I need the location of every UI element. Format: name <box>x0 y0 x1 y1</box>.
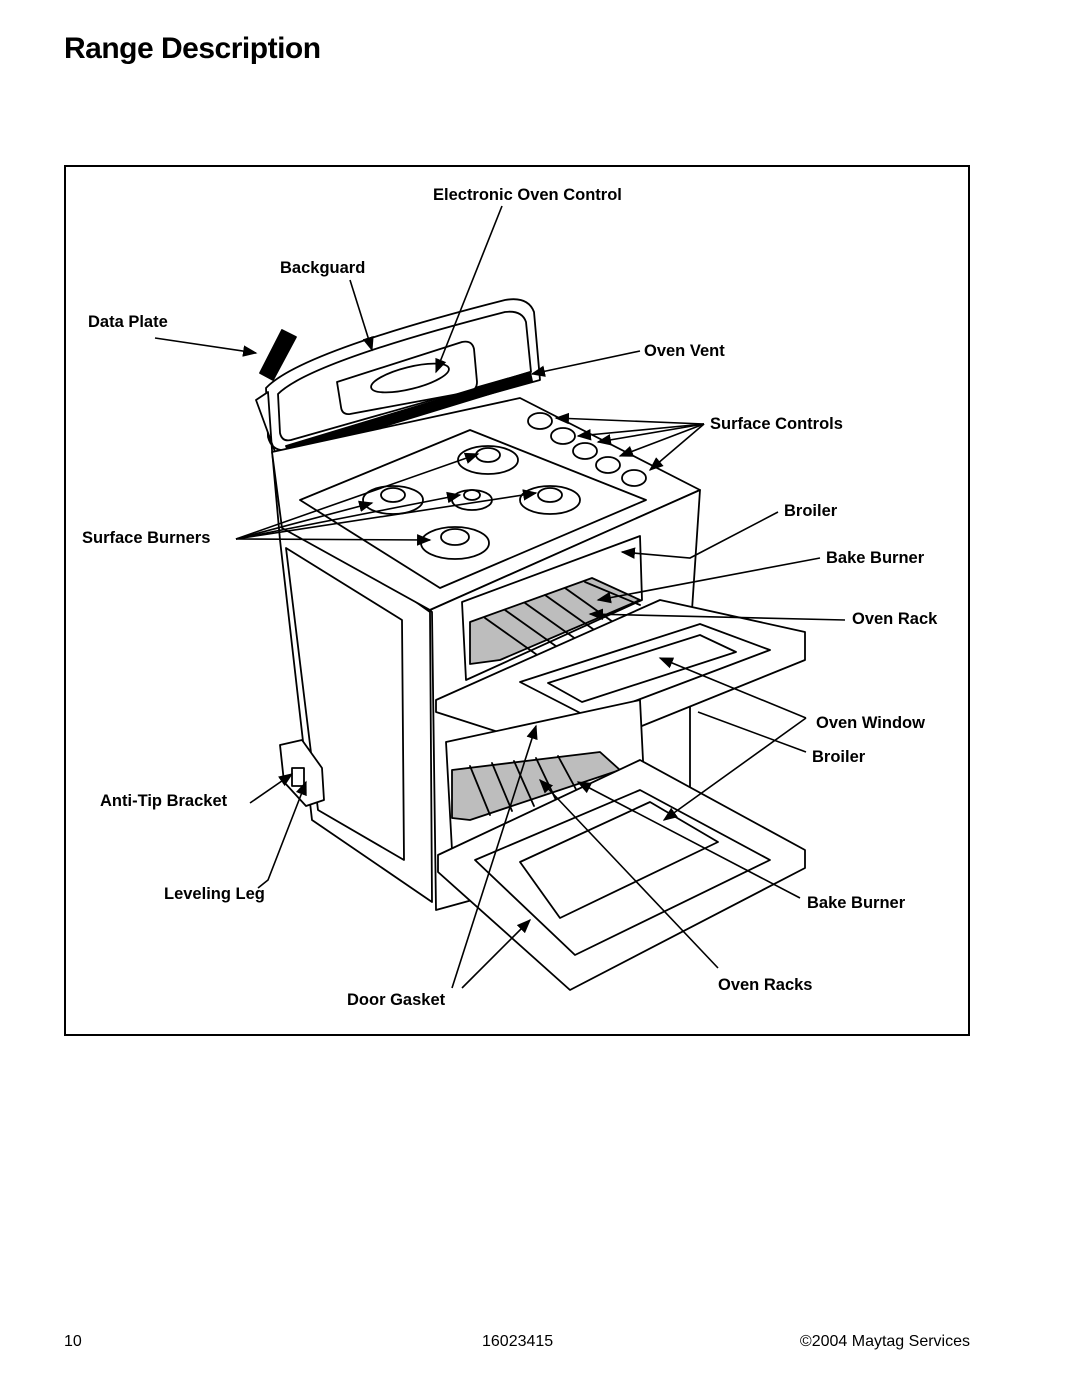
label-anti-tip-bracket: Anti-Tip Bracket <box>100 792 228 810</box>
label-broiler-lower: Broiler <box>812 748 866 766</box>
upper-oven-door <box>435 599 806 756</box>
arrow-bake-burner-lower <box>576 781 801 899</box>
arrow-leveling-leg <box>257 780 307 889</box>
label-oven-rack: Oven Rack <box>852 610 938 628</box>
arrow-surface-burner <box>235 452 480 540</box>
page-number: 10 <box>64 1333 82 1350</box>
arrow-backguard <box>349 279 374 352</box>
label-door-gasket: Door Gasket <box>347 991 446 1009</box>
data-plate <box>259 329 297 381</box>
diagram-frame <box>64 165 970 1036</box>
arrow-surface-burner <box>235 489 538 540</box>
surface-control-knob <box>621 469 647 487</box>
callout-lines <box>154 205 846 989</box>
label-surface-burners: Surface Burners <box>82 529 210 547</box>
label-broiler-upper: Broiler <box>784 502 838 520</box>
label-leveling-leg: Leveling Leg <box>164 885 265 903</box>
label-surface-controls: Surface Controls <box>710 415 843 433</box>
surface-burner <box>362 485 424 515</box>
arrow-surface-burner <box>235 491 462 540</box>
surface-control-knob <box>527 412 553 430</box>
range-illustration <box>255 298 806 991</box>
arrow-door-gasket <box>451 724 538 989</box>
label-bake-burner-lower: Bake Burner <box>807 894 906 912</box>
surface-control-knob <box>595 456 621 474</box>
arrow-oven-rack <box>588 608 846 621</box>
label-oven-window: Oven Window <box>816 714 925 732</box>
arrow-oven-vent <box>530 350 641 377</box>
arrow-anti-tip-bracket <box>249 773 294 804</box>
copyright: ©2004 Maytag Services <box>799 1333 970 1350</box>
surface-burner <box>457 445 519 475</box>
label-oven-racks: Oven Racks <box>718 976 812 994</box>
label-data-plate: Data Plate <box>88 313 168 331</box>
arrow-surface-burner <box>235 534 432 546</box>
lower-oven-window <box>474 789 771 956</box>
label-backguard: Backguard <box>280 259 365 277</box>
leveling-leg <box>291 767 305 787</box>
arrow-surface-control <box>554 412 705 425</box>
arrow-oven-window <box>662 717 807 821</box>
line-broiler-lower <box>697 711 807 753</box>
arrow-surface-burner <box>235 500 374 540</box>
label-oven-vent: Oven Vent <box>644 342 725 360</box>
arrow-oven-racks <box>539 778 719 969</box>
arrow-broiler-upper <box>620 511 779 559</box>
arrow-electronic-oven-control <box>435 205 503 374</box>
arrow-surface-control <box>596 423 705 446</box>
arrow-oven-window <box>658 657 807 719</box>
surface-control-knob <box>550 427 576 445</box>
arrow-surface-control <box>618 423 705 457</box>
surface-burner <box>519 485 581 515</box>
arrow-bake-burner-upper <box>596 557 821 604</box>
arrow-data-plate <box>154 337 258 357</box>
control-display <box>370 362 450 394</box>
page-title: Range Description <box>64 32 321 65</box>
surface-control-knob <box>572 442 598 460</box>
label-electronic-oven-control: Electronic Oven Control <box>433 186 622 204</box>
doc-number: 16023415 <box>482 1333 554 1350</box>
arrow-door-gasket <box>461 918 532 989</box>
label-bake-burner-upper: Bake Burner <box>826 549 925 567</box>
arrow-surface-control <box>648 423 705 471</box>
upper-oven-window <box>519 623 771 719</box>
arrow-surface-control <box>576 423 705 441</box>
